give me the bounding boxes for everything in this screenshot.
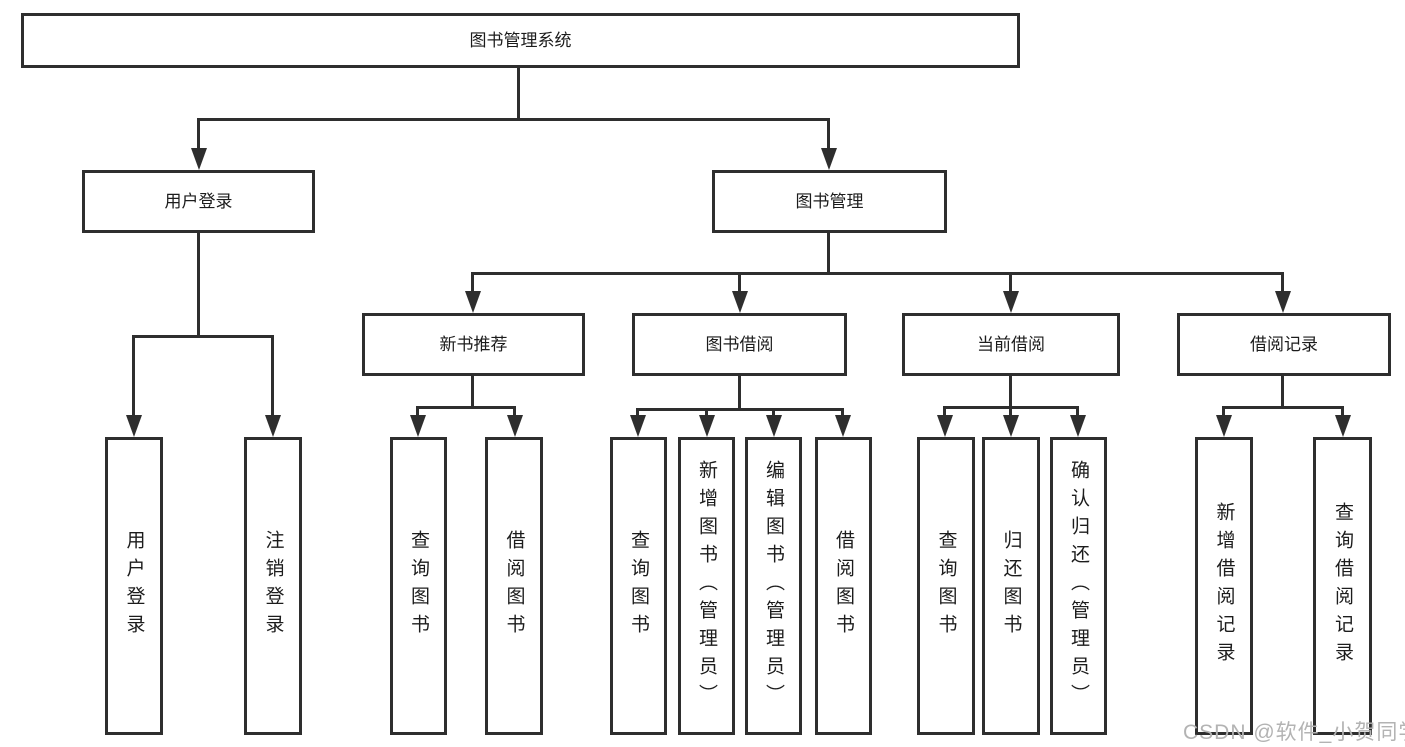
- connector-line: [1009, 272, 1012, 295]
- connector-line: [827, 232, 830, 272]
- connector-line: [513, 406, 516, 418]
- node-label: 图书管理: [795, 192, 864, 211]
- arrow-down-icon: [766, 415, 782, 437]
- connector-line: [841, 408, 844, 418]
- arrow-down-icon: [1335, 415, 1351, 437]
- leaf-query-borrow-record: 查询借阅记录: [1313, 437, 1372, 735]
- node-label: 编辑图书（管理员）: [763, 460, 784, 712]
- node-label: 借阅图书: [503, 530, 525, 642]
- leaf-confirm-return-admin: 确认归还（管理员）: [1050, 437, 1107, 735]
- node-new-book-recommend: 新书推荐: [362, 313, 585, 376]
- connector-line: [132, 335, 274, 338]
- connector-line: [636, 408, 844, 411]
- node-label: 查询借阅记录: [1332, 502, 1353, 670]
- connector-line: [738, 272, 741, 295]
- arrow-down-icon: [126, 415, 142, 437]
- leaf-logout: 注销登录: [244, 437, 302, 735]
- connector-line: [1222, 406, 1344, 409]
- node-label: 查询图书: [935, 530, 957, 642]
- connector-line: [1076, 406, 1079, 418]
- node-borrowing-records: 借阅记录: [1177, 313, 1391, 376]
- node-label: 借阅记录: [1250, 335, 1318, 354]
- connector-line: [471, 376, 474, 406]
- connector-line: [738, 376, 741, 408]
- connector-line: [772, 408, 775, 418]
- arrow-down-icon: [191, 148, 207, 170]
- connector-line: [416, 406, 419, 418]
- connector-line: [471, 272, 474, 295]
- node-book-management: 图书管理: [712, 170, 947, 233]
- connector-line: [636, 408, 639, 418]
- connector-line: [197, 118, 200, 152]
- arrow-down-icon: [1003, 291, 1019, 313]
- node-label: 归还图书: [1000, 530, 1022, 642]
- leaf-borrow-books-1: 借阅图书: [485, 437, 543, 735]
- leaf-query-books-3: 查询图书: [917, 437, 975, 735]
- leaf-return-books: 归还图书: [982, 437, 1040, 735]
- node-label: 用户登录: [164, 192, 233, 211]
- connector-line: [1222, 406, 1225, 418]
- connector-line: [271, 335, 274, 419]
- leaf-query-books-1: 查询图书: [390, 437, 447, 735]
- csdn-watermark: CSDN @软件_小贺同学: [1183, 721, 1405, 744]
- node-user-login: 用户登录: [82, 170, 315, 233]
- node-label: 图书借阅: [705, 335, 774, 354]
- leaf-edit-books-admin: 编辑图书（管理员）: [745, 437, 802, 735]
- connector-line: [1009, 406, 1012, 418]
- connector-line: [416, 406, 516, 409]
- node-label: 确认归还（管理员）: [1068, 460, 1089, 712]
- connector-line: [827, 118, 830, 152]
- connector-line: [943, 406, 946, 418]
- node-label: 借阅图书: [833, 530, 854, 642]
- arrow-down-icon: [1003, 415, 1019, 437]
- leaf-add-borrow-record: 新增借阅记录: [1195, 437, 1253, 735]
- connector-line: [197, 233, 200, 335]
- leaf-add-books-admin: 新增图书（管理员）: [678, 437, 735, 735]
- arrow-down-icon: [1275, 291, 1291, 313]
- arrow-down-icon: [821, 148, 837, 170]
- connector-line: [1281, 272, 1284, 295]
- connector-line: [132, 335, 135, 419]
- arrow-down-icon: [630, 415, 646, 437]
- connector-line: [1009, 376, 1012, 406]
- connector-line: [471, 272, 1284, 275]
- node-label: 用户登录: [123, 530, 145, 642]
- node-label: 新书推荐: [439, 335, 508, 354]
- node-root-library-system: 图书管理系统: [21, 13, 1020, 68]
- node-label: 查询图书: [628, 530, 649, 642]
- leaf-query-books-2: 查询图书: [610, 437, 667, 735]
- arrow-down-icon: [1070, 415, 1086, 437]
- node-book-borrowing: 图书借阅: [632, 313, 847, 376]
- arrow-down-icon: [507, 415, 523, 437]
- connector-line: [1281, 376, 1284, 406]
- connector-line: [197, 118, 830, 121]
- connector-line: [517, 68, 520, 118]
- node-current-borrowing: 当前借阅: [902, 313, 1120, 376]
- node-label: 图书管理系统: [469, 31, 572, 50]
- node-label: 新增图书（管理员）: [696, 460, 717, 712]
- node-label: 当前借阅: [977, 335, 1045, 354]
- arrow-down-icon: [1216, 415, 1232, 437]
- node-label: 注销登录: [262, 530, 284, 642]
- connector-line: [1341, 406, 1344, 418]
- node-label: 新增借阅记录: [1213, 502, 1235, 670]
- leaf-borrow-books-2: 借阅图书: [815, 437, 872, 735]
- arrow-down-icon: [732, 291, 748, 313]
- leaf-user-login: 用户登录: [105, 437, 163, 735]
- arrow-down-icon: [699, 415, 715, 437]
- arrow-down-icon: [265, 415, 281, 437]
- arrow-down-icon: [835, 415, 851, 437]
- arrow-down-icon: [937, 415, 953, 437]
- arrow-down-icon: [465, 291, 481, 313]
- arrow-down-icon: [410, 415, 426, 437]
- node-label: 查询图书: [408, 530, 429, 642]
- connector-line: [705, 408, 708, 418]
